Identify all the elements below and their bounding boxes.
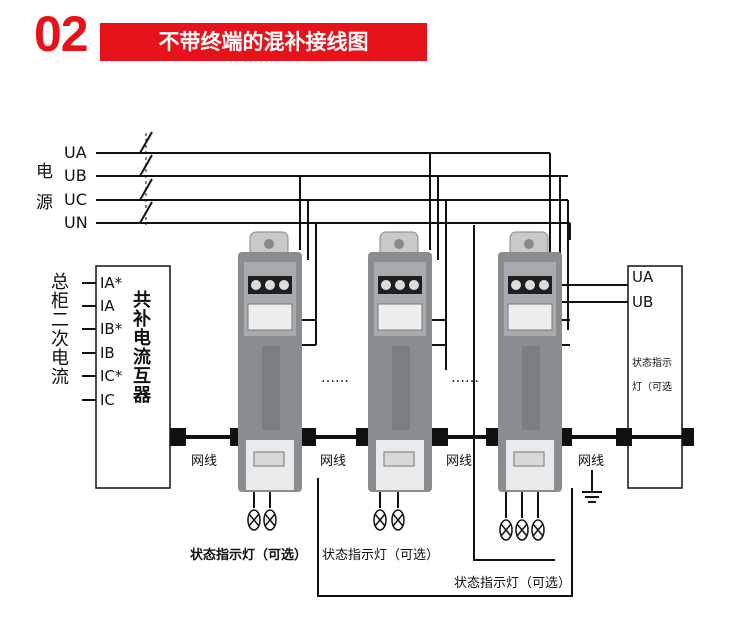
ct-terminal-ic-star: IC* — [100, 367, 123, 385]
ct-terminal-ib: IB — [100, 344, 115, 362]
line-un: UN — [64, 213, 88, 232]
cable-label-2: 网线 — [320, 454, 347, 469]
lamp-icon — [391, 509, 405, 531]
line-uc: UC — [64, 190, 87, 209]
header: 02 不带终端的混补接线图 — [0, 0, 750, 70]
indicator-label-1: 状态指示灯（可选） — [190, 548, 308, 563]
lamp-icon — [499, 519, 513, 541]
lamp-icon — [531, 519, 545, 541]
cable-label-4: 网线 — [578, 454, 605, 469]
title-banner: 不带终端的混补接线图 — [100, 23, 427, 61]
dots-1: …… — [321, 370, 349, 386]
ct-box — [95, 265, 171, 489]
lamp-icon — [247, 509, 261, 531]
right-ua: UA — [632, 268, 654, 286]
power-label-1: 电 — [36, 162, 53, 182]
right-ub: UB — [632, 293, 654, 311]
page-title: 不带终端的混补接线图 — [158, 30, 369, 54]
indicator-label-3: 状态指示灯（可选） — [454, 576, 572, 591]
capacitor-device-2 — [368, 231, 432, 492]
dots-2: …… — [451, 370, 479, 386]
ct-box-label: 共补电流互器 — [130, 290, 151, 404]
line-ub: UB — [64, 166, 87, 185]
capacitor-device-1 — [238, 231, 302, 492]
switch-ua — [139, 131, 153, 154]
ct-terminal-ic: IC — [100, 391, 115, 409]
line-ua: UA — [64, 143, 87, 162]
lamp-icon — [263, 509, 277, 531]
ct-terminal-ia: IA — [100, 297, 115, 315]
lamp-icon — [515, 519, 529, 541]
cable-label-3: 网线 — [446, 454, 473, 469]
cable-label-1: 网线 — [191, 454, 218, 469]
capacitor-device-3 — [498, 231, 562, 492]
right-box — [627, 265, 683, 489]
lamp-icon — [373, 509, 387, 531]
ct-terminal-ib-star: IB* — [100, 320, 123, 338]
right-box-label: 状态指示灯（可选 — [632, 358, 672, 393]
section-number: 02 — [34, 6, 89, 62]
ct-side-label: 总柜二次电流 — [48, 272, 69, 386]
indicator-label-2: 状态指示灯（可选） — [322, 548, 440, 563]
power-label-2: 源 — [36, 193, 53, 213]
ct-terminal-ia-star: IA* — [100, 274, 123, 292]
